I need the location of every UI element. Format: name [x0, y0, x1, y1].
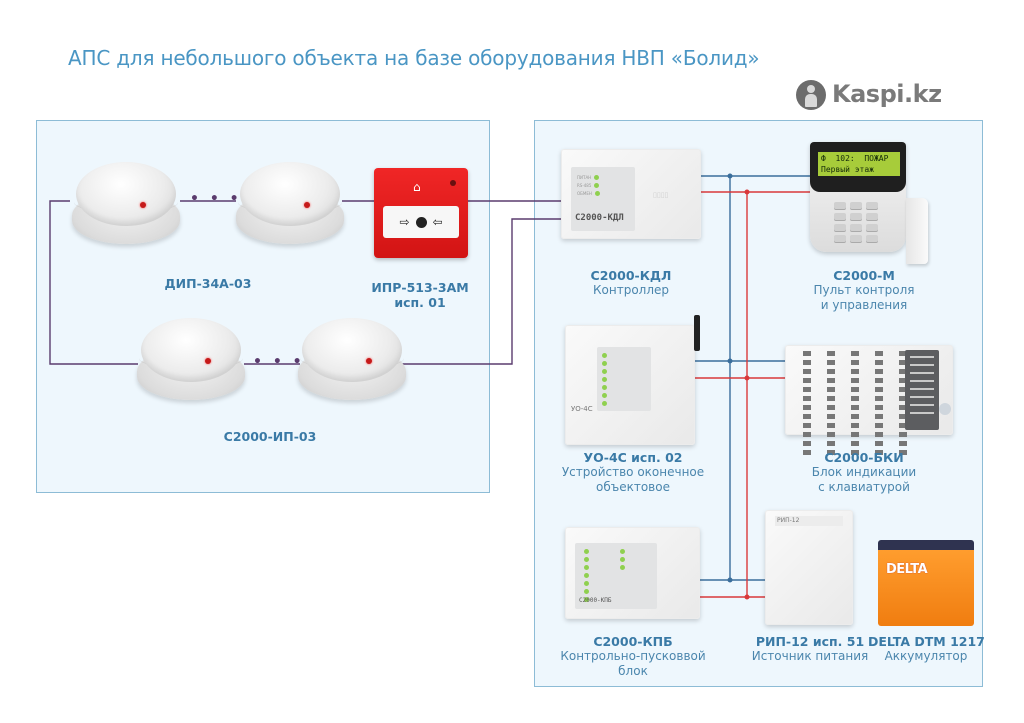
device-desc: Контроллер [593, 283, 669, 297]
key-lock-icon [939, 403, 951, 415]
device-name: DELTA DTM 1217 [868, 634, 985, 649]
c2000-kdl-device: ПИТАН RS-485 ОБМЕН С2000-КДЛ ▯▯▯▯ [561, 149, 701, 239]
mcp-window: ⇨ ⇦ [383, 206, 459, 238]
battery-icon: DELTA [878, 540, 974, 626]
device-name: С2000-БКИ [824, 450, 904, 465]
manual-call-point-icon: ⌂ ⇨ ⇦ [374, 168, 468, 258]
diagram-title: АПС для небольшого объекта на базе обору… [68, 46, 760, 70]
kpb-front-panel: С2000-КПБ [575, 543, 657, 609]
kaspi-logo-icon [796, 80, 826, 110]
status-column [905, 350, 939, 430]
lcd-line-1: Ф 102: ПОЖАР [821, 154, 889, 163]
device-variant: исп. 01 [394, 295, 446, 310]
arrow-right-icon: ⇨ [399, 215, 410, 229]
uo4c-front-panel [597, 347, 651, 411]
device-desc: Устройство оконечное [561, 465, 705, 479]
caption-rip: РИП-12 исп. 51 Источник питания [746, 634, 874, 664]
device-name: С2000-ИП-03 [223, 429, 317, 444]
caption-c2000m: С2000-М Пульт контроля и управления [800, 268, 928, 313]
detector-led-icon [366, 358, 372, 364]
led-label: ПИТАН [577, 175, 600, 180]
arrow-left-icon: ⇦ [432, 215, 443, 229]
device-desc: Блок индикации [811, 465, 917, 479]
caption-kpb: С2000-КПБ Контрольно-пусковвой блок [553, 634, 713, 679]
bolid-logo-icon: ▯▯▯▯ [653, 191, 669, 199]
keypad-icon [834, 202, 878, 242]
device-name: ИПР-513-3АМ [371, 280, 469, 295]
c2000-m-console: Ф 102: ПОЖАР Первый этаж [810, 142, 930, 267]
device-name: С2000-КДЛ [590, 268, 672, 283]
c2000-kpb-device: С2000-КПБ [565, 527, 700, 619]
device-desc: Контрольно-пусковвой [560, 649, 706, 663]
detector-led-icon [140, 202, 146, 208]
device-name: С2000-КПБ [593, 634, 673, 649]
kdl-front-panel: ПИТАН RS-485 ОБМЕН С2000-КДЛ [571, 167, 635, 231]
smoke-detector-icon [236, 162, 344, 244]
caption-ipr: ИПР-513-3АМ исп. 01 [360, 280, 480, 310]
panel-label: С2000-КДЛ [575, 213, 624, 223]
uo-4c-device: УО-4С [565, 315, 700, 445]
caption-bki: С2000-БКИ Блок индикации с клавиатурой [800, 450, 928, 495]
indicator-grid-icon [795, 351, 911, 455]
device-name: ДИП-34А-03 [164, 276, 252, 291]
device-name: РИП-12 исп. 51 [755, 634, 865, 649]
indicator-led-icon [450, 180, 456, 186]
detector-led-icon [205, 358, 211, 364]
c2000-bki-panel [785, 345, 953, 455]
heat-detector-icon [137, 318, 245, 400]
led-label: RS-485 [577, 183, 600, 188]
lcd-display: Ф 102: ПОЖАР Первый этаж [818, 152, 900, 176]
panel-label: С2000-КПБ [579, 597, 612, 604]
panel-label: РИП-12 [777, 517, 800, 524]
device-name: С2000-М [833, 268, 895, 283]
keypad-lid [906, 198, 928, 264]
kaspi-watermark: Kaspi.kz [796, 78, 1006, 112]
device-name: УО-4С исп. 02 [583, 450, 683, 465]
battery-brand: DELTA [886, 562, 928, 577]
detector-led-icon [304, 202, 310, 208]
caption-ip03: С2000-ИП-03 [210, 429, 330, 444]
smoke-detector-icon [72, 162, 180, 244]
antenna-icon [694, 315, 700, 351]
heat-detector-icon [298, 318, 406, 400]
caption-uo4c: УО-4С исп. 02 Устройство оконечное объек… [553, 450, 713, 495]
device-desc: Аккумулятор [884, 649, 968, 663]
caption-battery: DELTA DTM 1217 Аккумулятор [868, 634, 985, 664]
device-desc: блок [618, 664, 648, 678]
caption-kdl: С2000-КДЛ Контроллер [571, 268, 691, 298]
caption-dip: ДИП-34А-03 [148, 276, 268, 291]
kaspi-watermark-text: Kaspi.kz [832, 80, 942, 108]
rip-indicator-strip: РИП-12 [775, 516, 843, 526]
device-desc: с клавиатурой [818, 480, 910, 494]
led-label: ОБМЕН [577, 191, 600, 196]
device-desc: Пульт контроля [813, 283, 915, 297]
loop-ellipsis: • • • [190, 191, 242, 207]
panel-label: УО-4С [571, 405, 593, 413]
lcd-line-2: Первый этаж [821, 165, 874, 174]
device-desc: объектовое [596, 480, 670, 494]
device-desc: Источник питания [751, 649, 869, 663]
device-desc: и управления [820, 298, 908, 312]
rip-12-power-supply: РИП-12 [765, 510, 853, 625]
push-button-icon [415, 216, 427, 228]
fire-house-icon: ⌂ [413, 180, 421, 194]
loop-ellipsis: • • • [253, 354, 305, 370]
